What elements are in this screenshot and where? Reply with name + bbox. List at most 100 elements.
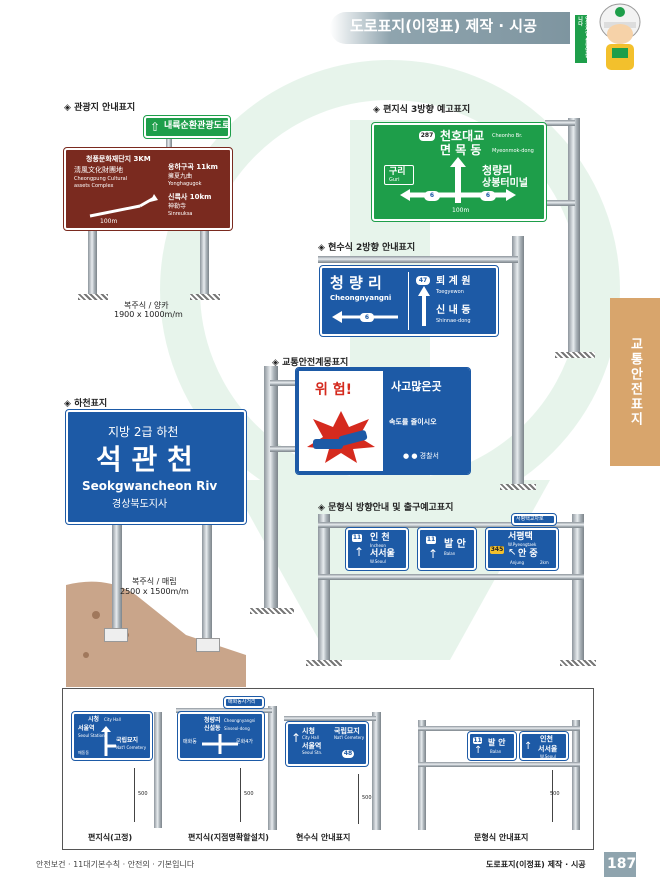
safety-base [250, 608, 294, 614]
river-bottom: 경상북도지사 [112, 499, 168, 510]
dimension-line-4 [552, 770, 553, 822]
bottom-s2-badge-text: 매화동사거리 [228, 699, 256, 705]
bottom-s1-right: 국립묘지 [116, 737, 139, 744]
three-way-line2: 면 목 동 [440, 143, 482, 157]
up-arrow-icon: ⇧ [150, 120, 161, 134]
river-sign: 지방 2급 하천 석 관 천 Seokgwancheon Riv 경상북도지사 [65, 409, 247, 525]
section-label-tourist: ◈ 관광지 안내표지 [64, 103, 136, 113]
gate-p2-arrow-icon: ↑ [428, 547, 439, 561]
two-way-right-2: 신 내 동 [436, 305, 471, 316]
section-label-two-way: ◈ 현수식 2방향 안내표지 [318, 243, 416, 253]
bottom-s1-pole [154, 712, 162, 828]
gate-p3-arrow-icon: ↖ [508, 547, 517, 558]
three-way-route-left: 6 [424, 191, 440, 201]
gate-pole-right [572, 514, 584, 662]
bottom-caption-1: 편지식(고정) [88, 833, 133, 842]
bottom-s3-pole [372, 712, 381, 830]
tourist-right-1-hanja: 擁夏九曲 [168, 173, 193, 180]
section-label-gate-text: 문형식 방향안내 및 출구예고표지 [328, 503, 454, 513]
river-caption-1: 복주식 / 매립 [132, 577, 177, 586]
gate-p2-a-en: Balan [444, 551, 456, 556]
tourist-left-1-en: Cheongpung Cultural [74, 176, 128, 182]
bottom-s1-mid-en: Seoul Station [78, 733, 105, 738]
section-label-three-way-text: 편지식 3방향 예고표지 [383, 105, 471, 115]
tourist-pole-left [88, 226, 97, 294]
gate-p3-a-en: W.Pyeongtaek [508, 542, 537, 547]
safety-right-panel: 사고많은곳 속도를 줄이시오 ● ● 경찰서 [383, 371, 467, 471]
river-pole-left [112, 524, 122, 636]
bottom-caption-3: 현수식 안내표지 [296, 833, 351, 842]
three-way-arm-bottom [545, 200, 575, 206]
two-way-arm [318, 256, 518, 263]
gate-p3-dist: 2km [540, 560, 549, 565]
gate-base-right [560, 660, 596, 666]
gate-p3-b: 안 중 [518, 549, 538, 559]
up-arrow-icon-two-way [418, 286, 430, 326]
gate-panel-1: 11 ↑ 인 천 Incheon 서서울 W.Seoul [345, 527, 409, 571]
safety-sign: 위 험! 사고많은곳 속도를 줄이시오 ● ● 경찰서 [295, 367, 471, 475]
bottom-sign-4b: ↑ 인천 서서울 W.Seoul [519, 731, 569, 761]
bottom-sign-3: ↑ 시청 City Hall 서울역 Seoul Stn. 국립묘지 Nat'l… [285, 721, 369, 767]
three-way-pole [568, 118, 580, 353]
section-label-two-way-text: 현수식 2방향 안내표지 [328, 243, 416, 253]
bottom-s4-beam-top [418, 726, 580, 731]
river-name-en: Seokgwancheon Riv [82, 479, 218, 493]
header-badge-text: 안전제일 불량없습니다 [577, 16, 590, 58]
tourist-arrow-icon [89, 194, 158, 218]
dimension-line-1 [134, 768, 135, 822]
dimension-label-4: 500 [550, 791, 560, 797]
gate-p2-a: 발 안 [444, 539, 466, 550]
footer: 안전보건 · 11대기본수칙 · 안전의 · 기본입니다 도로표지(이정표) 제… [0, 852, 660, 877]
section-label-gate: ◈ 문형식 방향안내 및 출구예고표지 [318, 503, 454, 513]
bottom-s4-b: 인천 [540, 735, 553, 743]
tourist-top-label: 내륙순환관광도로 [164, 121, 231, 131]
dimension-label-2: 500 [244, 791, 254, 797]
bottom-sign-2: 청량리 Cheongnyangni 신설동 Sinseol-dong 매화동 문… [177, 711, 265, 761]
three-way-route: 287 [419, 131, 435, 141]
three-way-right-2: 상봉터미널 [482, 178, 528, 189]
bottom-s2-badge: 매화동사거리 [223, 696, 265, 709]
bottom-s4-route: 11 [473, 737, 482, 744]
tourist-main-sign: 청풍문화재단지 3KM 淸風文化財團地 Cheongpung Cultural … [63, 147, 233, 231]
three-way-line1: 천호대교 [440, 129, 485, 143]
three-way-dist: 100m [452, 207, 470, 214]
mascot-icon [599, 3, 641, 70]
gate-p3-b-en: Anjung [510, 560, 524, 565]
dimension-line-2 [240, 768, 241, 822]
bottom-s4-a: 발 안 [488, 738, 506, 747]
river-caption-2: 2500 x 1500m/m [120, 587, 189, 596]
tourist-base-right [190, 294, 220, 300]
two-way-sign: 청 량 리 Cheongnyangni 6 47 퇴 계 원 Toegyewon… [319, 265, 499, 337]
tourist-top-sign: ⇧ 내륙순환관광도로 [143, 115, 231, 139]
dimension-label-3: 500 [362, 795, 372, 801]
river-footing-left [104, 628, 128, 642]
gate-panel-2: 11 ↑ 발 안 Balan [417, 527, 477, 571]
bottom-caption-2: 편지식(지점명확할설치) [188, 833, 269, 842]
tourist-top-pole [166, 136, 172, 148]
safety-arm-top [270, 380, 300, 386]
section-label-safety-text: 교통안전계몽표지 [282, 358, 349, 368]
three-way-left-en: Guri [389, 177, 400, 183]
tourist-left-1-en2: assets Complex [74, 183, 114, 189]
three-way-left-box: 구리 Guri [384, 165, 414, 185]
side-category-tab: 교통안전표지 [610, 298, 660, 466]
bottom-s2-right: 문화4가 [236, 739, 253, 745]
tourist-caption-2: 1900 x 1000m/m [114, 310, 183, 319]
tourist-right-2-hanja: 神勒寺 [168, 203, 187, 210]
bottom-s2-top: 청량리 [204, 717, 221, 724]
header-badge: 안전제일 불량없습니다 [574, 14, 590, 64]
tourist-right-1-en: Yonghagugok [168, 181, 202, 187]
dimension-label-1: 500 [138, 791, 148, 797]
river-top: 지방 2급 하천 [108, 425, 179, 439]
three-way-base [555, 352, 595, 358]
bottom-s4-a-en: Balan [490, 749, 502, 754]
bottom-s4-beam-bottom [418, 762, 580, 767]
bottom-caption-4: 문형식 안내표지 [474, 833, 529, 842]
gate-top-badge-text: 서평택교차로 [516, 516, 544, 522]
gate-panel-3: 서평택 W.Pyeongtaek 345 ↖ 안 중 Anjung 2km [485, 527, 559, 571]
three-way-line1-en: Cheonho Br. [492, 133, 523, 139]
gate-p2-route: 11 [426, 536, 436, 544]
gate-p1-route: 11 [352, 534, 362, 542]
bottom-s3-b: 서울역 [302, 742, 322, 750]
bottom-s1-left: 매동동 [78, 750, 90, 755]
